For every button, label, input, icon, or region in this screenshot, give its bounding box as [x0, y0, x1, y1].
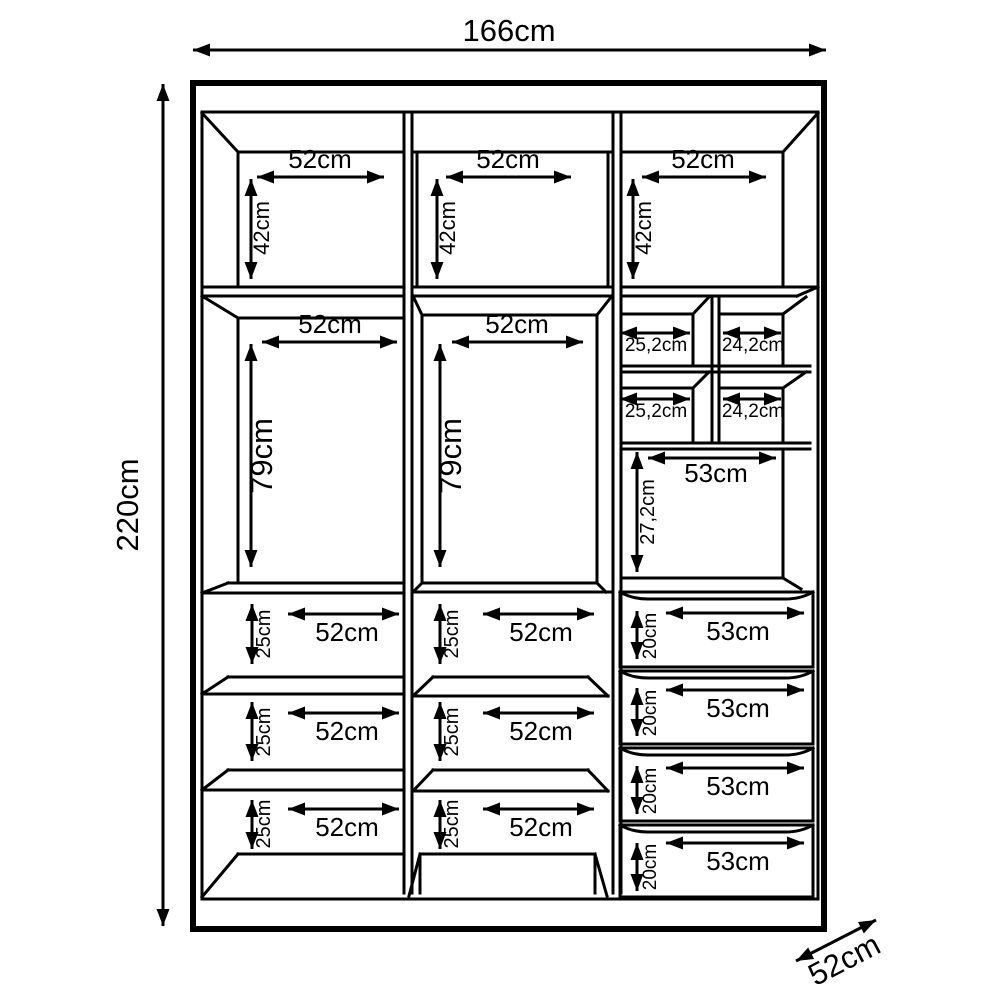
dim-drawer-2: 53cm 20cm	[630, 683, 804, 736]
drawer-3-height-label: 20cm	[640, 768, 661, 814]
overall-width-label: 166cm	[462, 13, 555, 48]
drawer-1-width-label: 53cm	[706, 616, 770, 646]
dim-middle-shelf-2: 25cm 52cm	[433, 702, 594, 761]
left-middle-width-label: 52cm	[298, 309, 362, 339]
dim-middle-top: 52cm 42cm	[430, 144, 571, 279]
drawer-front-4	[618, 823, 815, 899]
right-top-height-label: 42cm	[631, 201, 656, 255]
dim-left-shelf-2: 25cm 52cm	[245, 702, 399, 761]
middle-shelf-2-height-label: 25cm	[441, 708, 463, 757]
right-top-width-label: 52cm	[671, 144, 735, 174]
drawer-3-width-label: 53cm	[706, 771, 770, 801]
overall-height-label: 220cm	[110, 458, 145, 551]
middle-middle-height-label: 79cm	[433, 418, 468, 494]
dim-left-middle: 52cm 79cm	[244, 309, 397, 567]
dim-middle-shelf-3: 25cm 52cm	[433, 800, 594, 849]
drawer-groove-4	[617, 822, 816, 834]
left-shelf-1-width-label: 52cm	[315, 617, 379, 647]
left-shelf-2-width-label: 52cm	[315, 716, 379, 746]
left-shelf-3-height-label: 25cm	[253, 800, 275, 849]
wardrobe-structure	[190, 80, 827, 932]
dim-left-shelf-1: 25cm 52cm	[245, 604, 399, 664]
middle-shelf-1-width-label: 52cm	[509, 617, 573, 647]
right-middle-width-label: 53cm	[684, 458, 748, 488]
dim-right-middle: 53cm 27,2cm	[630, 451, 776, 572]
drawer-groove-1	[617, 589, 816, 601]
drawer-groove-2	[617, 668, 816, 680]
middle-shelf-2-width-label: 52cm	[509, 716, 573, 746]
middle-middle-width-label: 52cm	[485, 309, 549, 339]
dim-cubby-1: 25,2cm	[620, 326, 690, 356]
drawer-4-height-label: 20cm	[640, 844, 661, 890]
left-top-width-label: 52cm	[288, 144, 352, 174]
middle-top-width-label: 52cm	[476, 144, 540, 174]
drawer-front-1	[618, 590, 815, 669]
left-top-height-label: 42cm	[249, 201, 274, 255]
outer-frame	[190, 80, 827, 932]
cubby-1-width-label: 25,2cm	[625, 335, 687, 356]
left-shelf-3-width-label: 52cm	[315, 812, 379, 842]
right-middle-height-label: 27,2cm	[637, 479, 659, 545]
drawer-front-3	[618, 746, 815, 823]
left-shelf-2-height-label: 25cm	[253, 708, 275, 757]
drawer-2-height-label: 20cm	[640, 690, 661, 736]
dim-drawer-1: 53cm 20cm	[630, 606, 804, 659]
dim-drawer-4: 53cm 20cm	[630, 836, 804, 891]
dim-cubby-4: 24,2cm	[722, 392, 784, 422]
middle-shelf-3-height-label: 25cm	[441, 800, 463, 849]
middle-top-height-label: 42cm	[435, 201, 460, 255]
cubby-3-width-label: 25,2cm	[625, 401, 687, 422]
dim-right-top: 52cm 42cm	[626, 144, 766, 279]
dim-overall-width: 166cm	[193, 13, 826, 57]
left-middle-height-label: 79cm	[244, 418, 279, 494]
drawer-front-2	[618, 669, 815, 746]
middle-shelf-1-height-label: 25cm	[441, 610, 463, 659]
dim-cubby-3: 25,2cm	[620, 392, 690, 422]
inner-frame	[200, 110, 820, 901]
middle-shelf-3-width-label: 52cm	[509, 812, 573, 842]
left-shelf-1-height-label: 25cm	[253, 610, 275, 659]
dim-left-shelf-3: 25cm 52cm	[245, 800, 399, 849]
left-column-structure	[199, 110, 406, 900]
drawer-1-height-label: 20cm	[640, 613, 661, 659]
dim-overall-height: 220cm	[110, 84, 170, 926]
drawer-4-width-label: 53cm	[706, 846, 770, 876]
right-column-structure	[619, 110, 821, 592]
cubby-4-width-label: 24,2cm	[722, 401, 784, 422]
middle-column-structure	[407, 150, 615, 898]
dim-middle-middle: 52cm 79cm	[433, 309, 583, 567]
overall-depth-arrow	[795, 918, 877, 963]
dim-cubby-2: 24,2cm	[722, 326, 784, 356]
dim-middle-shelf-1: 25cm 52cm	[433, 604, 594, 664]
drawer-fronts	[617, 589, 816, 899]
drawer-groove-3	[617, 745, 816, 757]
cubby-2-width-label: 24,2cm	[722, 335, 784, 356]
drawer-2-width-label: 53cm	[706, 693, 770, 723]
dim-left-top: 52cm 42cm	[244, 144, 384, 279]
column-dividers	[402, 110, 623, 895]
dim-drawer-3: 53cm 20cm	[630, 761, 804, 814]
